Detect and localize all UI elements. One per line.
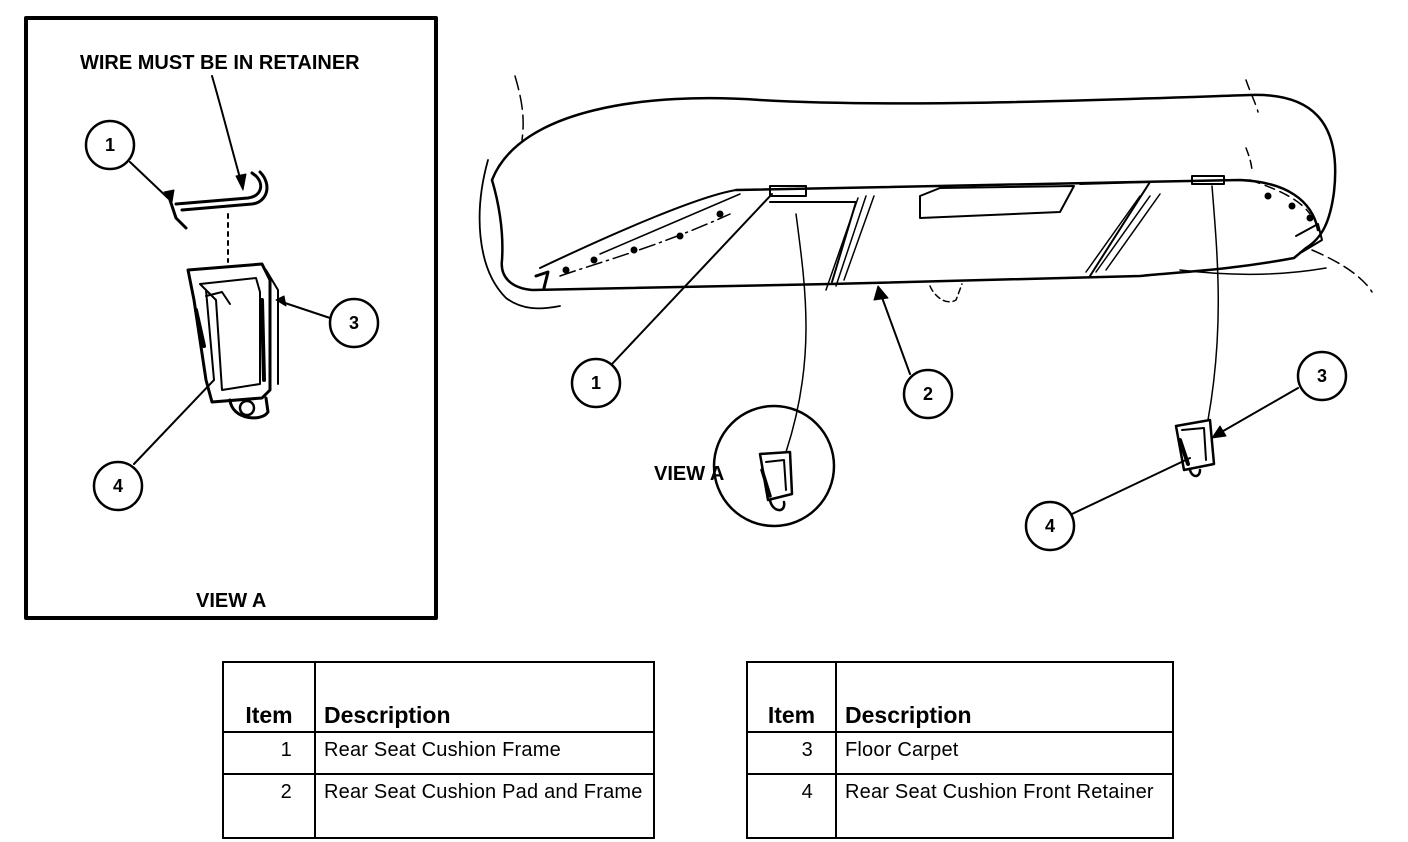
item-description: Rear Seat Cushion Frame <box>314 731 655 775</box>
small-retainer-part <box>1174 418 1216 478</box>
item-description: Rear Seat Cushion Pad and Frame <box>314 773 655 839</box>
callout-circle-main-3 <box>1296 350 1348 402</box>
legend-row: 2 Rear Seat Cushion Pad and Frame <box>222 773 655 839</box>
item-number: 3 <box>746 731 837 775</box>
cushion-outline <box>490 93 1337 292</box>
leader-view-a <box>785 213 807 453</box>
view-a-panel <box>24 16 438 620</box>
legend-row: 4 Rear Seat Cushion Front Retainer <box>746 773 1174 839</box>
leader-main-4 <box>1071 457 1191 515</box>
wire-note-label: WIRE MUST BE IN RETAINER <box>80 52 360 74</box>
callout-circle-4 <box>92 460 144 512</box>
callout-circle-main-1 <box>570 357 622 409</box>
detail-retainer <box>758 450 794 512</box>
legend-header-row: Item Description <box>746 661 1174 733</box>
note-arrowhead <box>235 173 247 191</box>
leader-main-2 <box>879 291 911 375</box>
item-number: 4 <box>746 773 837 839</box>
item-number: 2 <box>222 773 316 839</box>
description-column-header: Description <box>314 661 655 733</box>
legend-row: 1 Rear Seat Cushion Frame <box>222 731 655 775</box>
legend-row: 3 Floor Carpet <box>746 731 1174 775</box>
item-description: Rear Seat Cushion Front Retainer <box>835 773 1174 839</box>
callout-number-main-4: 4 <box>1045 516 1055 536</box>
callout-circle-1 <box>84 119 136 171</box>
legend-table-right: Item Description 3 Floor Carpet 4 Rear S… <box>746 661 1174 839</box>
callout-number-1: 1 <box>105 135 115 155</box>
wire-part <box>168 170 269 230</box>
view-a-detail-circle <box>712 404 836 528</box>
view-a-detail-label: VIEW A <box>654 463 724 485</box>
callout-circle-main-4 <box>1024 500 1076 552</box>
callout-number-main-3: 3 <box>1317 366 1327 386</box>
leader-main-1 <box>611 193 773 365</box>
leader-main-3 <box>1217 387 1299 435</box>
leader-3 <box>281 301 331 319</box>
legend-table-left: Item Description 1 Rear Seat Cushion Fra… <box>222 661 655 839</box>
item-column-header: Item <box>222 661 316 733</box>
callout-circle-3 <box>328 297 380 349</box>
note-leader <box>211 75 243 186</box>
retainer-part <box>186 262 279 420</box>
item-column-header: Item <box>746 661 837 733</box>
description-column-header: Description <box>835 661 1174 733</box>
leader-retainer <box>1207 185 1219 421</box>
callout-number-main-1: 1 <box>591 373 601 393</box>
item-description: Floor Carpet <box>835 731 1174 775</box>
callout-number-3: 3 <box>349 313 359 333</box>
leader-4 <box>133 379 215 465</box>
view-a-caption: VIEW A <box>196 590 266 612</box>
seat-cushion-main-view <box>478 75 1373 552</box>
callout-number-main-2: 2 <box>923 384 933 404</box>
callout-circle-main-2 <box>902 368 954 420</box>
leader-1 <box>129 161 171 201</box>
item-number: 1 <box>222 731 316 775</box>
callout-number-4: 4 <box>113 476 123 496</box>
legend-header-row: Item Description <box>222 661 655 733</box>
view-a-frame <box>24 16 438 620</box>
